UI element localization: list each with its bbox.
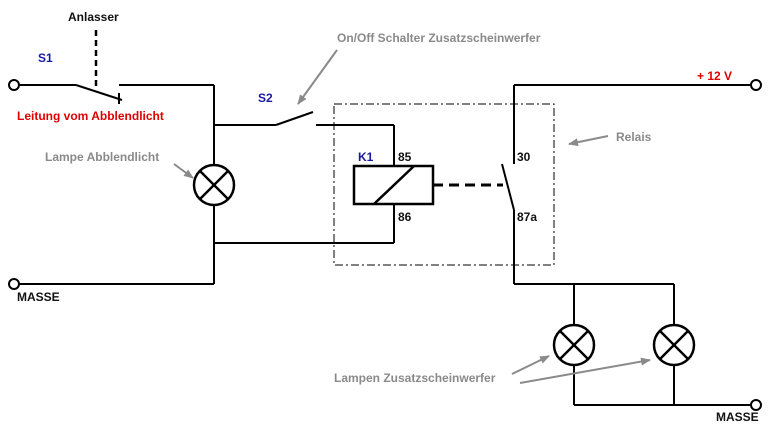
terminal-s1 (8, 79, 20, 91)
relay-contact-blade (501, 163, 515, 211)
arrow-lampen-2 (519, 357, 651, 384)
lamp-abblendlicht (192, 163, 236, 207)
label-leitung: Leitung vom Abblendlicht (17, 109, 164, 123)
terminal-plus12v (750, 79, 762, 91)
arrow-lampen-1 (511, 355, 550, 375)
label-anlasser: Anlasser (68, 10, 119, 24)
arrow-lampe-abblend (173, 163, 194, 179)
label-pin87a: 87a (517, 210, 537, 224)
label-plus12v: + 12 V (697, 69, 732, 83)
label-s2: S2 (258, 91, 273, 105)
lamp-zusatz-2 (652, 323, 696, 367)
label-relais: Relais (616, 130, 652, 144)
label-pin85: 85 (398, 150, 412, 164)
s1-switch-blade (75, 84, 123, 101)
label-onoff: On/Off Schalter Zusatzscheinwerfer (337, 31, 541, 45)
label-s1: S1 (38, 51, 53, 65)
label-lampen-zusatz: Lampen Zusatzscheinwerfer (334, 371, 496, 385)
terminal-masse-right (750, 399, 762, 411)
s2-switch-blade (275, 111, 314, 126)
relay-housing (333, 103, 555, 266)
relay (333, 103, 555, 266)
arrow-relais (568, 135, 609, 147)
arrow-onoff (297, 49, 338, 105)
label-lampe-abblend: Lampe Abblendlicht (45, 150, 159, 164)
label-k1: K1 (358, 150, 374, 164)
lamp-zusatz-1 (552, 323, 596, 367)
label-masse-left: MASSE (17, 290, 60, 304)
label-pin30: 30 (517, 150, 531, 164)
label-pin86: 86 (398, 210, 412, 224)
label-masse-right: MASSE (716, 410, 759, 424)
terminal-masse-left (8, 278, 20, 290)
right-circuit (513, 84, 750, 406)
